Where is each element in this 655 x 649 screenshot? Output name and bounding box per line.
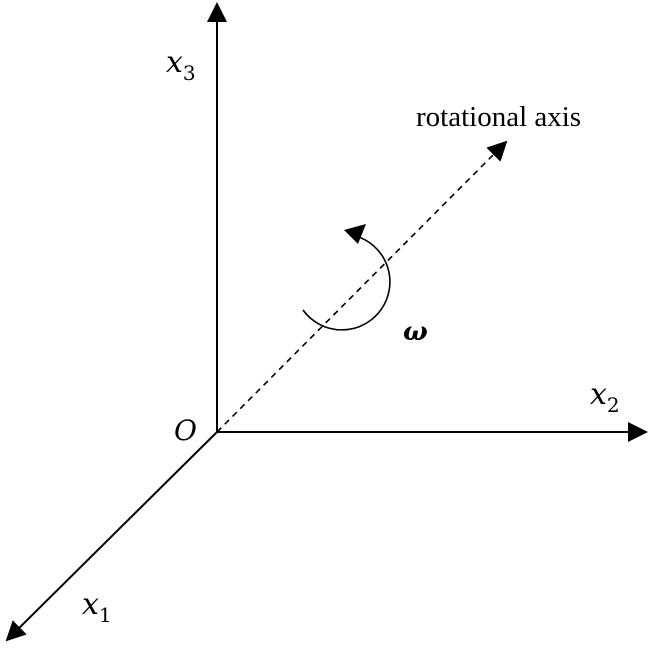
x3-label: x3: [166, 45, 196, 85]
x1-axis: [5, 431, 218, 642]
rotation-arrowhead: [344, 224, 366, 244]
rotational-axis-line: [216, 140, 508, 433]
rotational-axis-label: rotational axis: [416, 101, 581, 133]
rotation-arc: [302, 235, 391, 331]
x1-label: x1: [82, 587, 112, 627]
origin-label: O: [174, 414, 197, 447]
omega-label: ω: [403, 317, 428, 347]
x2-label: x2: [590, 377, 620, 417]
